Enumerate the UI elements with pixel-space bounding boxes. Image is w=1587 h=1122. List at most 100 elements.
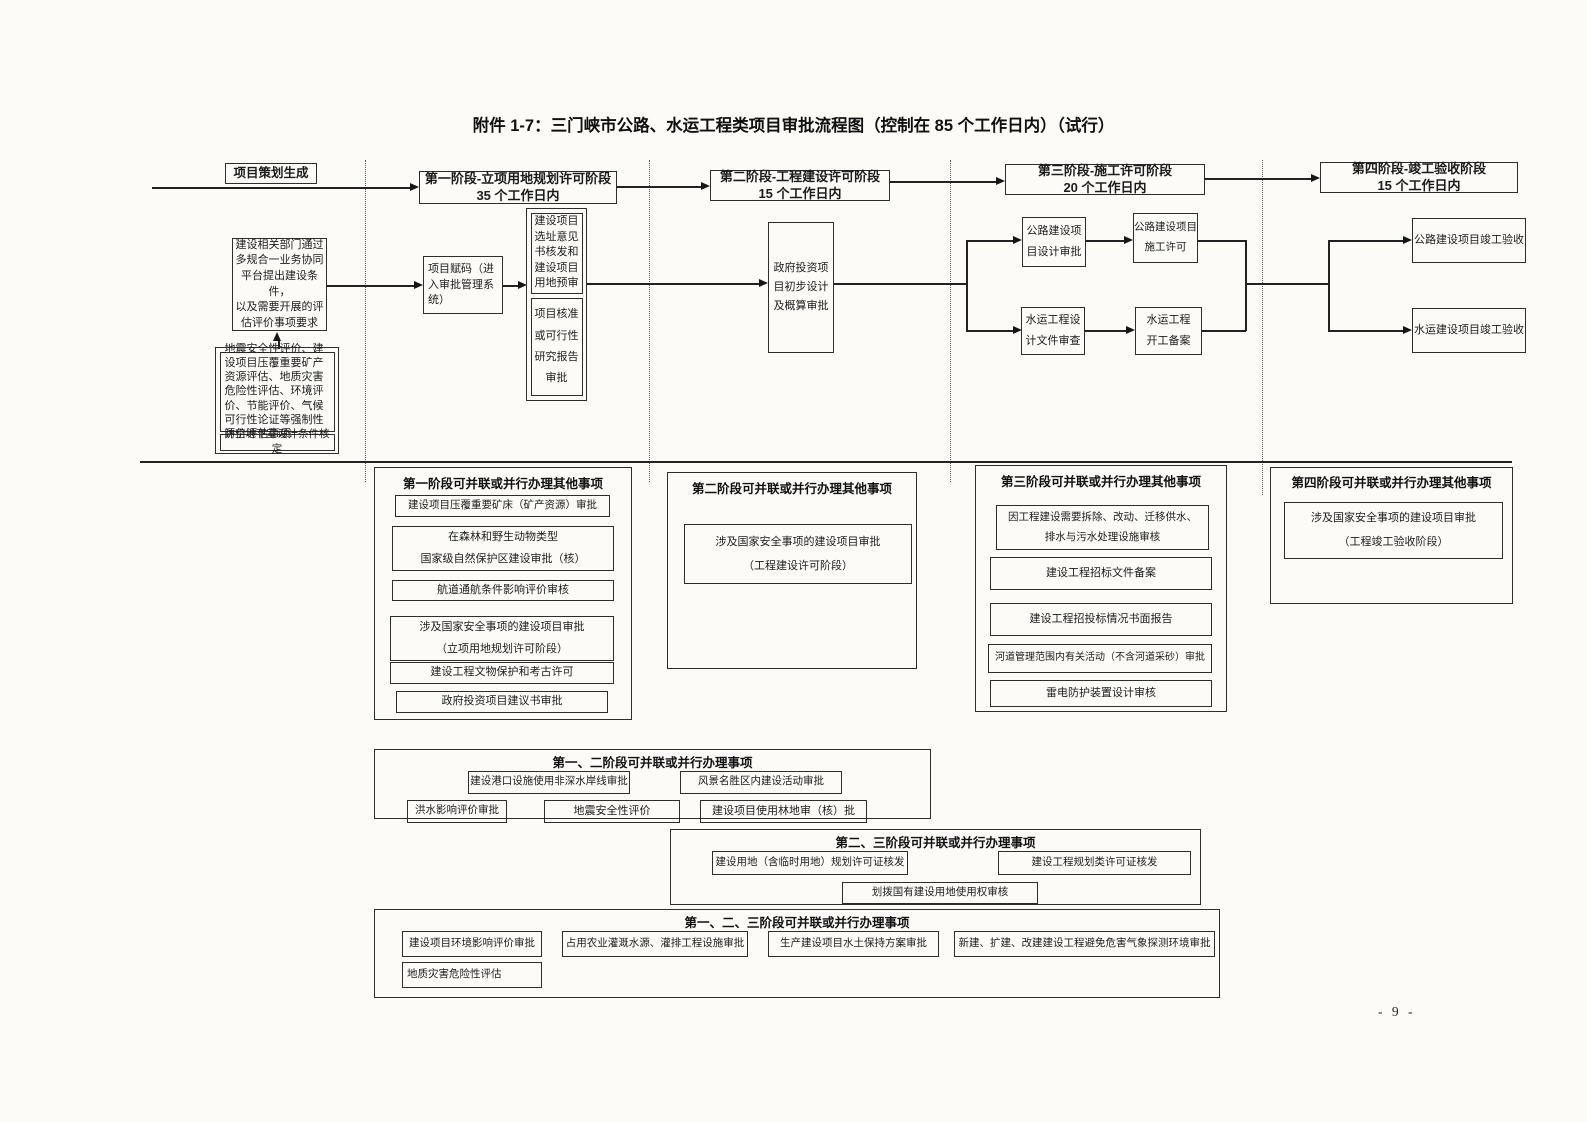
connector-line [278,340,280,349]
section-title: 第二、三阶段可并联或并行办理事项 [835,836,1036,850]
section-stage1-parallel-items [374,467,632,720]
connector-line [966,330,1014,332]
connector-line [1328,330,1403,332]
parallel-item: 建设项目环境影响评价审批 [402,931,542,957]
node-project-approval-feasibility: 项目核准 或可行性 研究报告 审批 [530,298,583,396]
connector-line [1086,240,1125,242]
arrow-right-icon [1403,236,1412,244]
node-waterway-start-filing: 水运工程 开工备案 [1135,307,1202,355]
arrow-right-icon [410,183,419,191]
connector-line [1245,283,1329,285]
parallel-item: 在森林和野生动物类型 国家级自然保护区建设审批（核） [392,526,614,571]
arrow-right-icon [1013,326,1022,334]
connector-line [890,181,998,183]
node-air-defense-basement-check: 防空地下室设计条件核定 [219,429,335,455]
parallel-item: 建设工程招标文件备案 [990,557,1212,590]
connector-line [1205,178,1313,180]
connector-line [1198,240,1246,242]
arrow-up-icon [273,332,281,341]
section-stage23-parallel-items [670,829,1201,905]
node-waterway-design-review: 水运工程设 计文件审查 [1021,307,1085,355]
parallel-item: 政府投资项目建议书审批 [396,691,608,713]
node-site-selection-land-prereview: 建设项目 选址意见 书核发和 建设项目 用地预审 [530,212,583,294]
node-construction-conditions: 建设相关部门通过 多规合一业务协同 平台提出建设条件， 以及需要开展的评 估评价… [232,238,327,331]
arrow-right-icon [996,177,1005,185]
connector-line [1202,330,1246,332]
parallel-item: 生产建设项目水土保持方案审批 [768,931,939,957]
stage2-header: 第二阶段-工程建设许可阶段 15 个工作日内 [710,169,890,201]
connector-line [966,240,1014,242]
arrow-right-icon [701,182,710,190]
node-project-coding: 项目赋码（进 入审批管理系 统） [423,256,503,314]
arrow-right-icon [1126,326,1135,334]
connector-line [587,283,761,285]
connector-line [503,285,520,287]
parallel-item: 雷电防护装置设计审核 [990,680,1212,707]
arrow-right-icon [1311,174,1320,182]
parallel-item: 新建、扩建、改建建设工程避免危害气象探测环境审批 [954,931,1215,957]
section-stage4-parallel-items [1270,467,1513,604]
branch-line [1328,240,1330,331]
start-node-project-planning: 项目策划生成 [225,163,317,184]
section-separator-line [140,461,1512,463]
parallel-item: 建设项目使用林地审（核）批 [700,800,867,823]
connector-line [617,186,703,188]
connector-line [1328,240,1403,242]
stage-divider-dotted-3 [950,160,951,482]
node-highway-construction-permit: 公路建设项目 施工许可 [1133,213,1198,263]
section-title: 第三阶段可并联或并行办理其他事项 [1000,475,1201,489]
page-title: 附件 1-7：三门峡市公路、水运工程类项目审批流程图（控制在 85 个工作日内）… [472,117,1115,135]
parallel-item: 划拨国有建设用地使用权审核 [842,882,1038,904]
stage1-header: 第一阶段-立项用地规划许可阶段 35 个工作日内 [419,171,617,204]
node-preliminary-design-budget: 政府投资项 目初步设计 及概算审批 [768,222,834,353]
stage4-header: 第四阶段-竣工验收阶段 15 个工作日内 [1320,161,1518,193]
stage3-header: 第三阶段-施工许可阶段 20 个工作日内 [1005,163,1205,195]
arrow-right-icon [414,281,423,289]
parallel-item: 建设工程规划类许可证核发 [998,851,1191,875]
node-waterway-completion-acceptance: 水运建设项目竣工验收 [1412,308,1526,353]
arrow-right-icon [1013,236,1022,244]
parallel-item: 建设项目压覆重要矿床（矿产资源）审批 [395,495,610,517]
parallel-item: 洪水影响评价审批 [407,800,507,823]
parallel-item: 风景名胜区内建设活动审批 [680,771,842,794]
section-title: 第二阶段可并联或并行办理其他事项 [691,482,892,496]
stage-divider-dotted-1 [365,160,366,482]
node-mandatory-evaluations: 地震安全性评价、建设项目压覆重要矿产资源评估、地质灾害危险性评估、环境评价、节能… [219,343,335,440]
arrow-right-icon [1124,236,1133,244]
parallel-item: 涉及国家安全事项的建设项目审批 （工程建设许可阶段） [684,524,912,584]
node-highway-design-approval: 公路建设项 目设计审批 [1022,217,1086,267]
parallel-item: 占用农业灌溉水源、灌排工程设施审批 [562,931,748,957]
parallel-item: 地震安全性评价 [544,800,680,823]
parallel-item: 涉及国家安全事项的建设项目审批 （工程竣工验收阶段） [1284,502,1503,559]
section-stage12-parallel-items [374,749,931,819]
page-number: - 9 - [1378,1004,1416,1019]
connector-line [1085,330,1126,332]
stage1-approvals-group [526,208,587,401]
connector-line [834,283,967,285]
parallel-item: 建设工程文物保护和考古许可 [390,662,614,684]
stage-divider-dotted-2 [649,160,650,482]
evaluation-group [215,347,339,454]
parallel-item: 建设工程招投标情况书面报告 [990,603,1212,636]
parallel-item: 涉及国家安全事项的建设项目审批 （立项用地规划许可阶段） [390,616,614,661]
parallel-item: 地质灾害危险性评估 [402,962,542,988]
section-stage2-parallel-items [667,472,917,669]
node-highway-completion-acceptance: 公路建设项目竣工验收 [1412,218,1526,263]
parallel-item: 因工程建设需要拆除、改动、迁移供水、 排水与污水处理设施审核 [996,505,1209,550]
section-stage123-parallel-items [374,909,1220,998]
stage-divider-dotted-4 [1262,160,1263,495]
section-title: 第一、二阶段可并联或并行办理事项 [552,756,753,770]
branch-line [966,240,968,331]
connector-line [152,187,412,189]
section-title: 第一阶段可并联或并行办理其他事项 [402,477,603,491]
parallel-item: 建设用地（含临时用地）规划许可证核发 [712,851,908,875]
section-title: 第一、二、三阶段可并联或并行办理事项 [684,916,910,930]
parallel-item: 航道通航条件影响评价审核 [392,580,614,601]
arrow-right-icon [1403,326,1412,334]
merge-line [1245,240,1247,331]
connector-line [327,285,416,287]
arrow-right-icon [759,279,768,287]
section-title: 第四阶段可并联或并行办理其他事项 [1291,476,1492,490]
section-stage3-parallel-items [975,465,1227,712]
